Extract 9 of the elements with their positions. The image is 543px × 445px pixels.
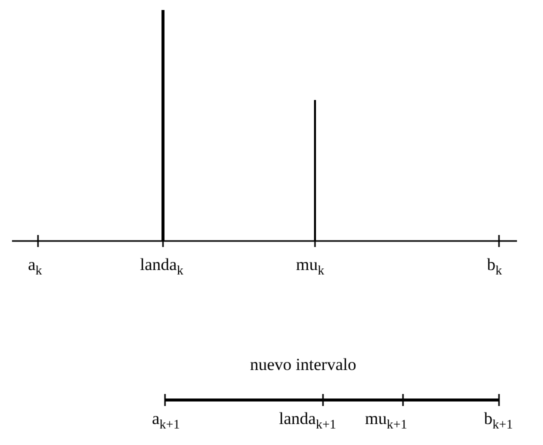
- axis-label: landa$_{k+1}$: [279, 410, 336, 430]
- axis-label: a$_{k}$: [28, 256, 42, 276]
- axis-label: b$_{k}$: [487, 256, 502, 276]
- axis-label: mu$_{k+1}$: [365, 410, 408, 430]
- axis-label: b$_{k+1}$: [484, 410, 513, 430]
- axis-label: landa$_{k}$: [140, 256, 184, 276]
- axis-label: a$_{k+1}$: [152, 410, 180, 430]
- axis-label: mu$_{k}$: [296, 256, 324, 276]
- interval-caption: nuevo intervalo: [250, 356, 356, 373]
